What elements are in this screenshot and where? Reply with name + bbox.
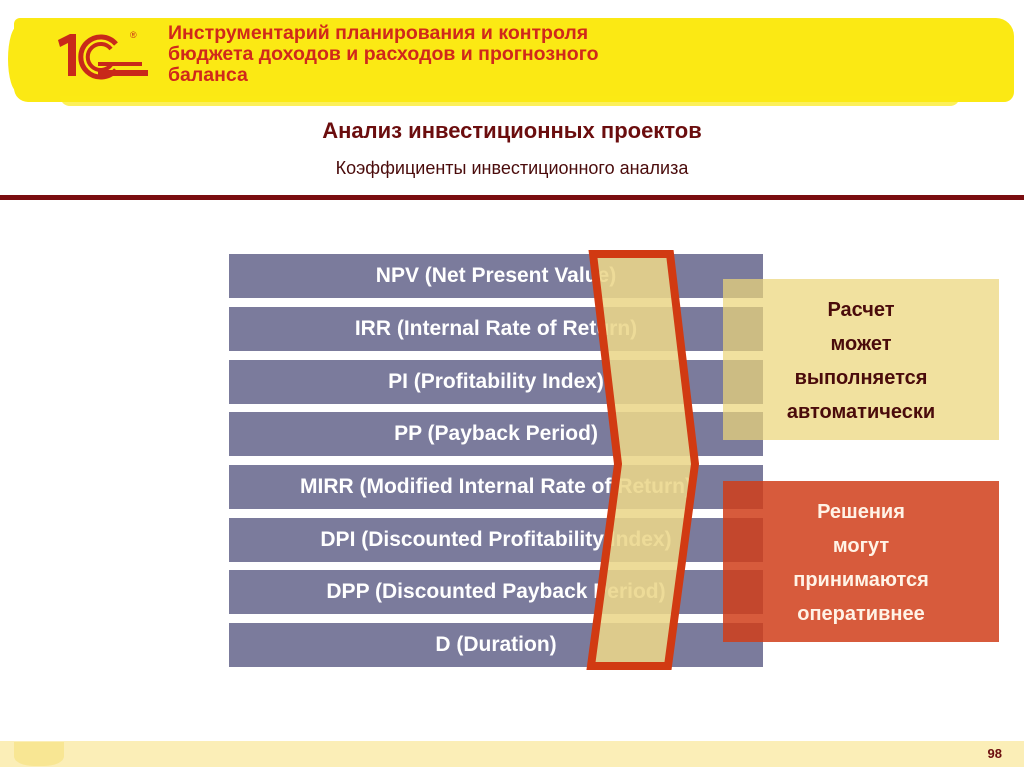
presentation-title: Инструментарий планирования и контроля б…	[168, 23, 598, 86]
callout-decide-line-3: принимаются	[793, 569, 929, 591]
title-divider	[0, 195, 1024, 200]
metric-bar-dpi: DPI (Discounted Profitability Index)	[229, 518, 763, 562]
title-line-3: баланса	[168, 64, 248, 86]
1c-logo-icon	[58, 34, 148, 80]
callout-decide-line-4: оперативнее	[797, 603, 925, 625]
metric-bar-pi: PI (Profitability Index)	[229, 360, 763, 404]
registered-mark: ®	[130, 30, 137, 40]
metric-bar-pp: PP (Payback Period)	[229, 412, 763, 456]
header-yellow-band	[14, 18, 1014, 102]
callout-decide-line-2: могут	[832, 535, 890, 557]
callout-decide-line-1: Решения	[817, 501, 905, 523]
callout-calc-line-3: выполняется	[794, 367, 928, 389]
page-number: 98	[987, 746, 1002, 761]
metric-bar-dpp: DPP (Discounted Payback Period)	[229, 570, 763, 614]
footer-decoration	[14, 742, 64, 766]
title-line-2: бюджета доходов и расходов и прогнозного	[168, 43, 599, 65]
callout-calc-line-1: Расчет	[827, 299, 895, 321]
metric-bar-d: D (Duration)	[229, 623, 763, 667]
metric-bar-irr: IRR (Internal Rate of Return)	[229, 307, 763, 351]
section-subtitle: Коэффициенты инвестиционного анализа	[335, 158, 689, 178]
metric-bar-mirr: MIRR (Modified Internal Rate of Return)	[229, 465, 763, 509]
callout-calc-line-2: может	[830, 333, 892, 355]
section-title: Анализ инвестиционных проектов	[322, 118, 702, 143]
callout-faster-decisions: Решения могут принимаются оперативнее	[723, 481, 999, 642]
callout-calc-line-4: автоматически	[786, 401, 936, 423]
footer-band	[0, 741, 1024, 767]
header-brush-stroke	[60, 96, 960, 106]
header-brush-edge	[8, 26, 28, 92]
metric-bar-npv: NPV (Net Present Value)	[229, 254, 763, 298]
callout-auto-calculation: Расчет может выполняется автоматически	[723, 279, 999, 440]
title-line-1: Инструментарий планирования и контроля	[168, 22, 589, 44]
